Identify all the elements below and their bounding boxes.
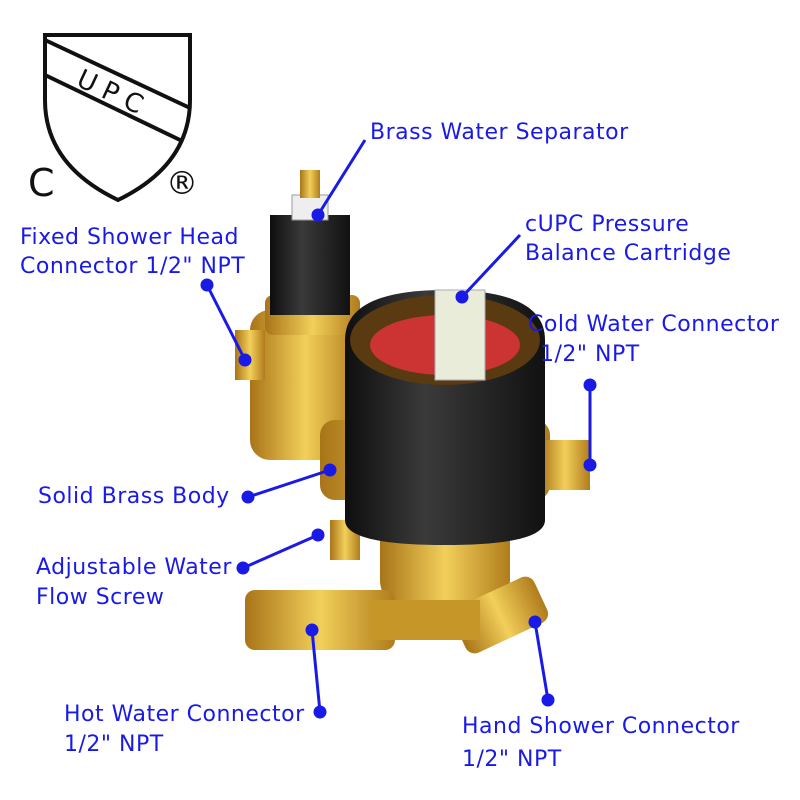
label-cold-water-line2: 1/2" NPT: [540, 342, 640, 367]
label-hand-shower-line1: Hand Shower Connector: [462, 714, 740, 739]
label-hot-water-line2: 1/2" NPT: [64, 732, 164, 757]
upc-logo: U P C C ®: [28, 33, 198, 205]
label-flow-screw-line2: Flow Screw: [36, 585, 165, 610]
label-fixed-shower-line2: Connector 1/2" NPT: [20, 254, 246, 279]
label-flow-screw-line1: Adjustable Water: [36, 555, 232, 580]
label-hand-shower-line2: 1/2" NPT: [462, 747, 562, 772]
svg-text:U P C: U P C: [72, 64, 148, 121]
valve-body: [235, 170, 590, 654]
label-cold-water-line1: Cold Water Connector: [528, 312, 780, 337]
label-brass-water-separator: Brass Water Separator: [370, 120, 629, 145]
label-solid-brass-body: Solid Brass Body: [38, 484, 230, 509]
leader-lines: [200, 139, 597, 719]
svg-text:C: C: [28, 161, 55, 205]
label-hot-water-line1: Hot Water Connector: [64, 702, 305, 727]
label-cartridge-line2: Balance Cartridge: [525, 241, 732, 266]
label-cartridge-line1: cUPC Pressure: [525, 212, 690, 237]
svg-text:®: ®: [166, 164, 198, 202]
label-fixed-shower-line1: Fixed Shower Head: [20, 225, 239, 250]
